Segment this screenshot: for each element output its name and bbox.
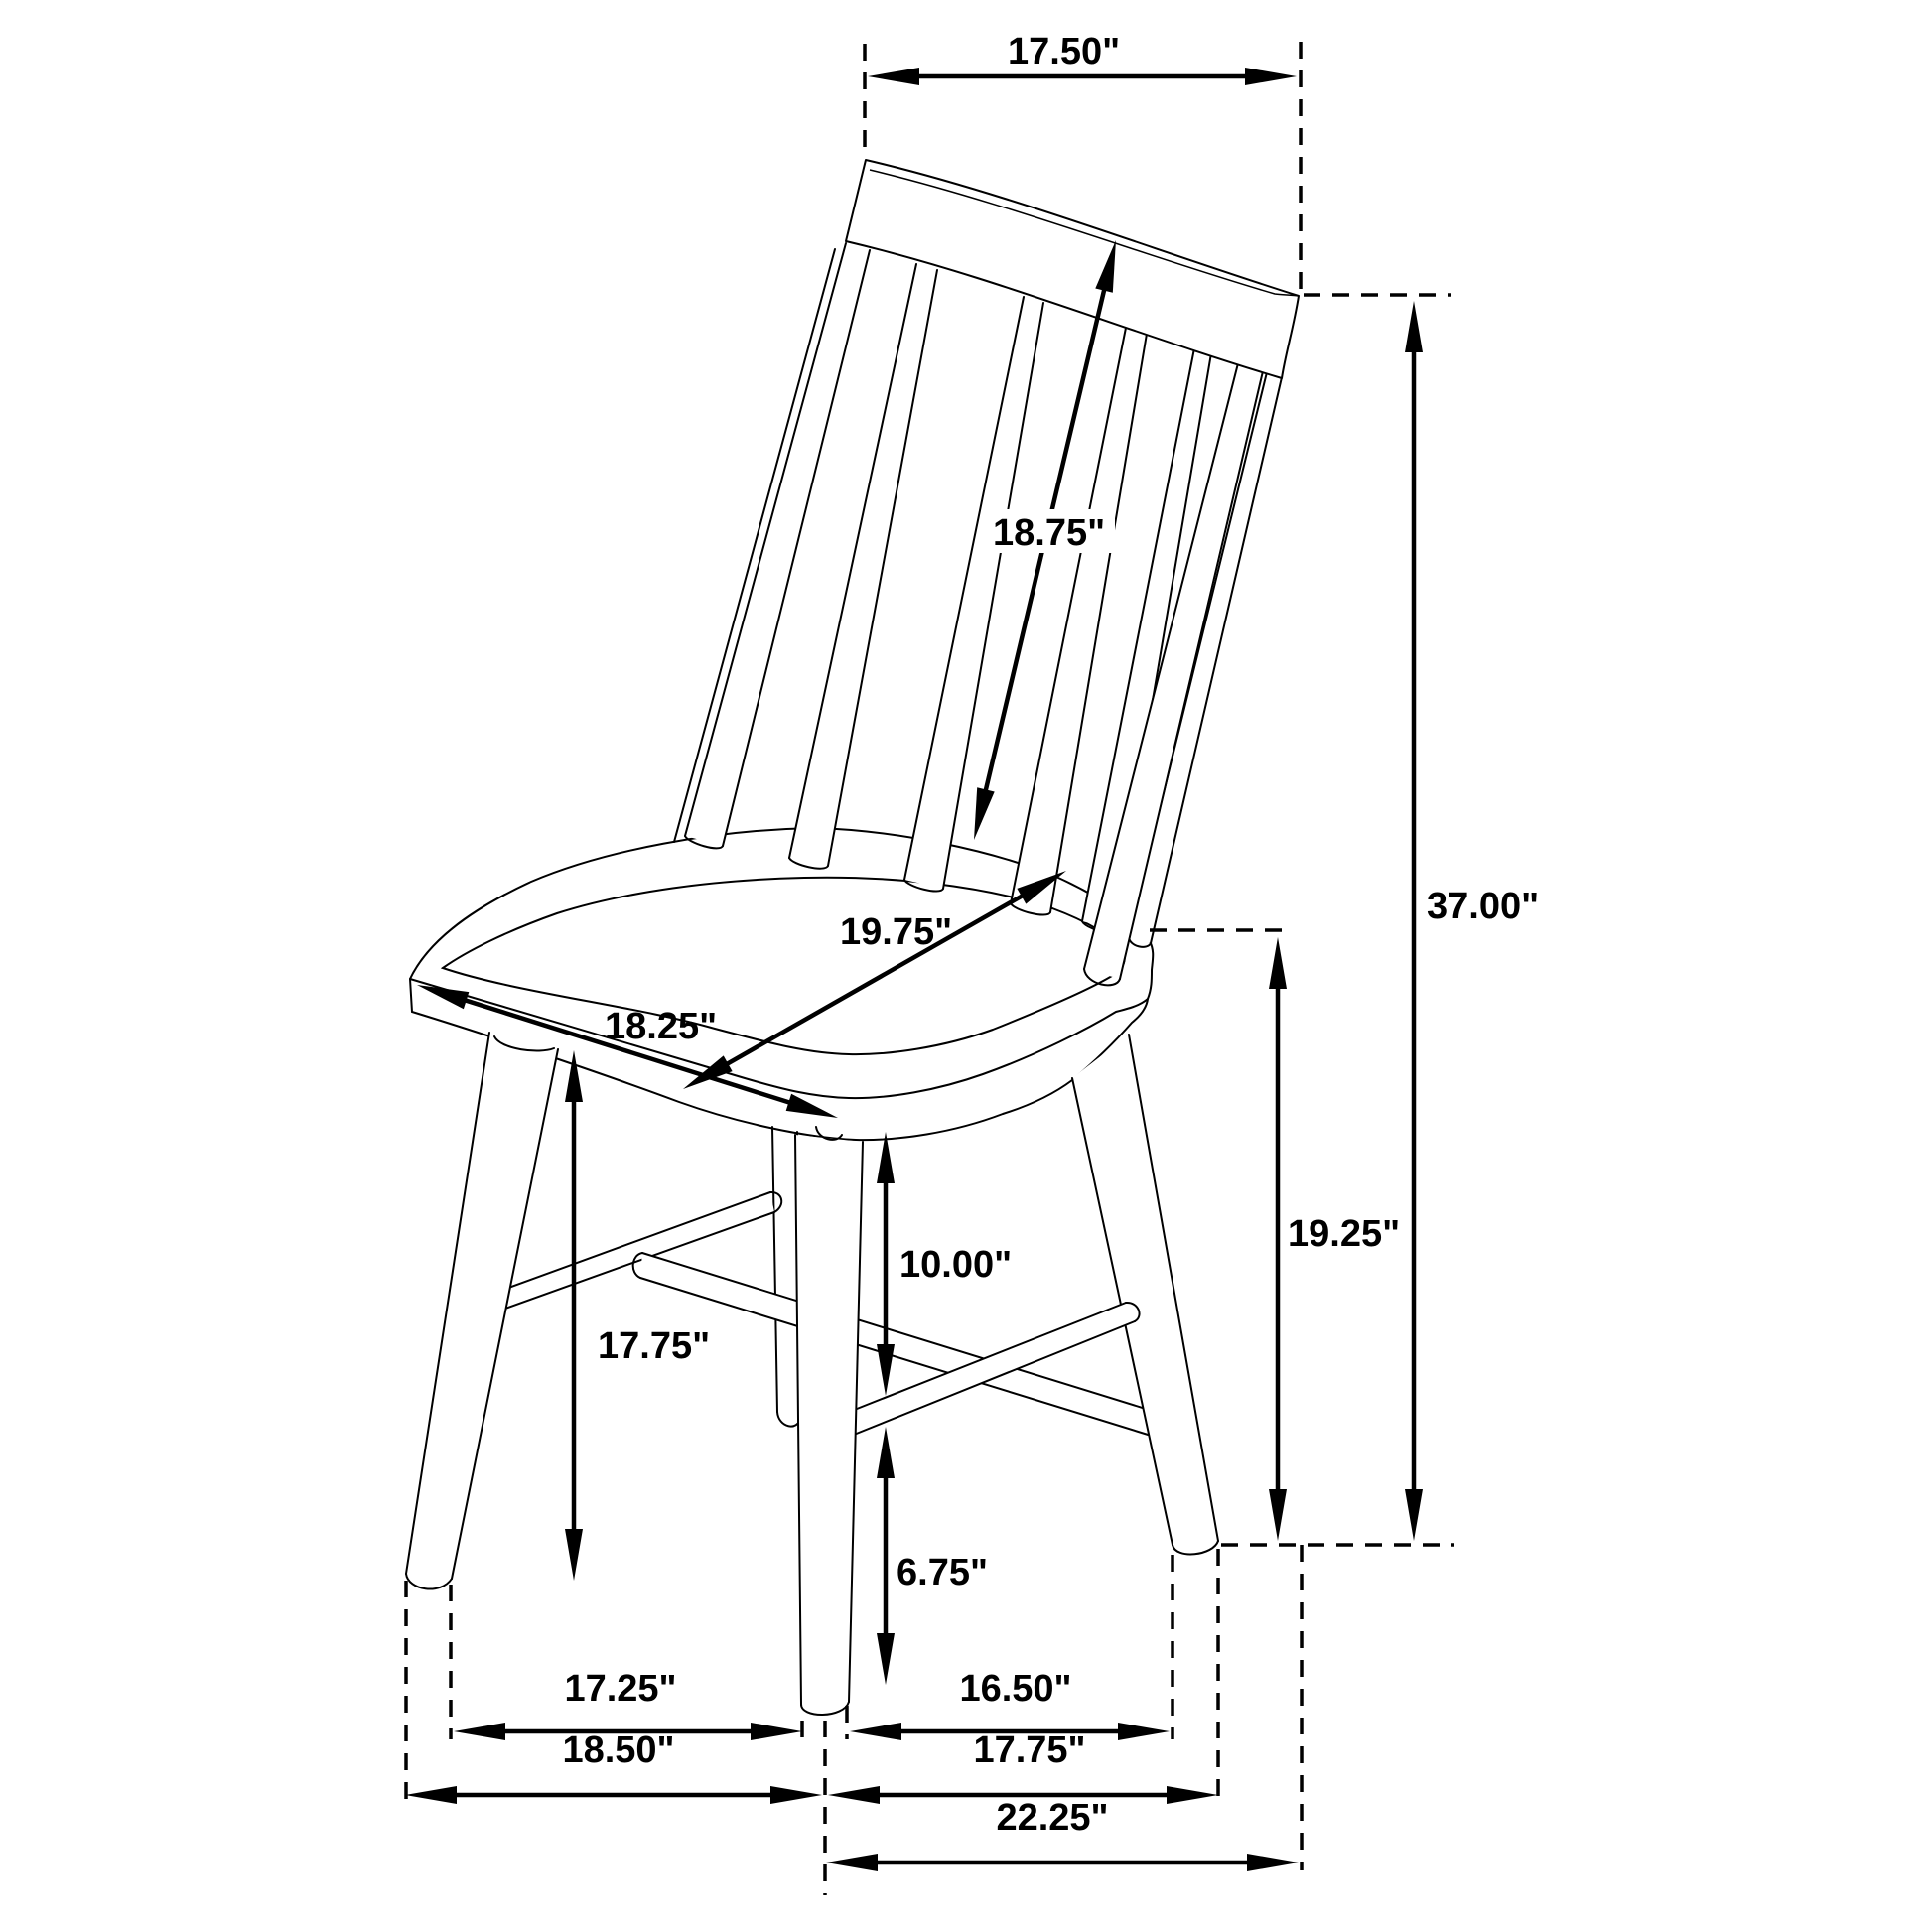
svg-text:22.25": 22.25" [996,1797,1108,1839]
svg-text:37.00": 37.00" [1427,886,1539,927]
svg-text:10.00": 10.00" [899,1244,1012,1286]
svg-text:18.50": 18.50" [562,1729,674,1771]
svg-text:19.75": 19.75" [840,911,952,953]
svg-text:19.25": 19.25" [1288,1213,1400,1255]
svg-text:6.75": 6.75" [897,1552,988,1593]
svg-text:17.75": 17.75" [598,1325,710,1367]
svg-text:17.50": 17.50" [1008,31,1120,72]
svg-text:17.25": 17.25" [564,1668,676,1710]
svg-text:17.75": 17.75" [973,1729,1085,1771]
svg-text:18.25": 18.25" [605,1006,717,1047]
svg-text:16.50": 16.50" [959,1668,1071,1710]
svg-text:18.75": 18.75" [993,512,1105,554]
